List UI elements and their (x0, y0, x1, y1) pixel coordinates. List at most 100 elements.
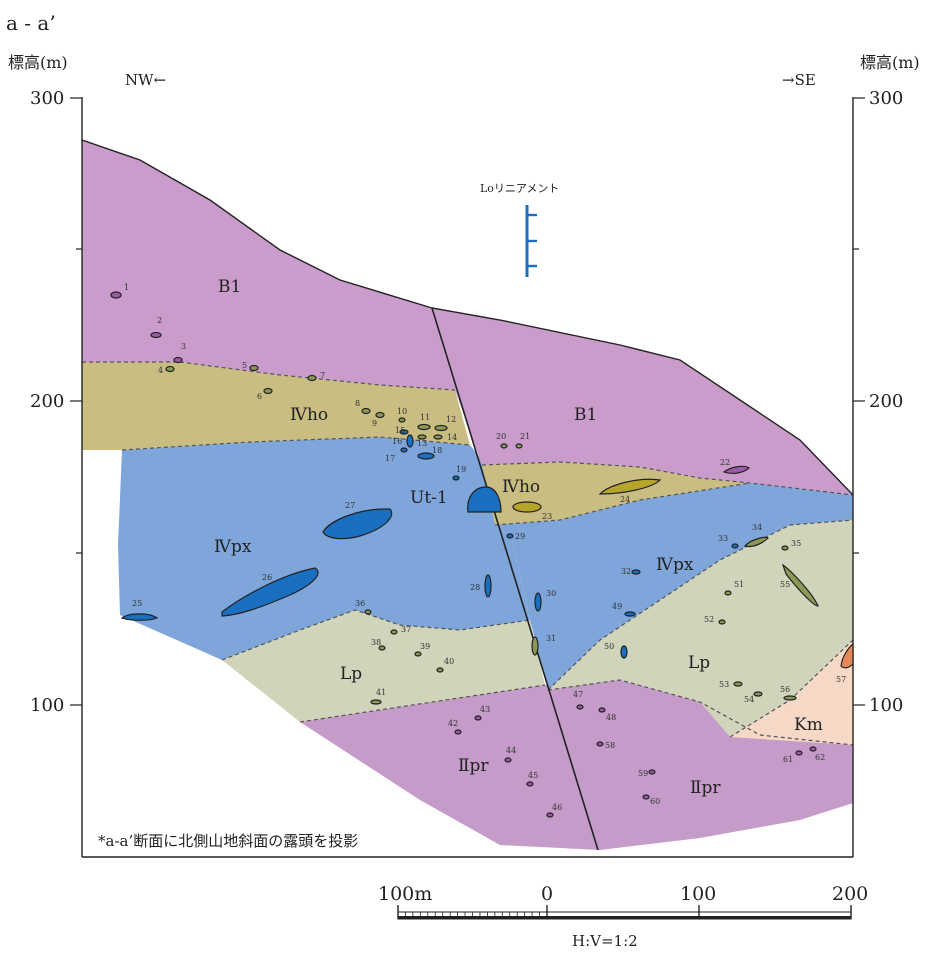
outcrop-number: 48 (606, 713, 616, 722)
elevation-label-200-left: 200 (30, 391, 64, 412)
outcrop-5 (249, 364, 259, 372)
outcrop-number: 24 (620, 495, 630, 504)
outcrop-number-labels: 1 2 3 4 5 6 7 8 9 10 11 12 13 14 15 16 1… (124, 283, 846, 812)
unit-label-iipr-right: Ⅱpr (690, 778, 721, 798)
outcrop-number: 37 (401, 625, 411, 634)
outcrop-number: 9 (372, 419, 377, 428)
outcrop-27 (322, 508, 393, 540)
outcrop-number: 59 (638, 769, 648, 778)
scale-ratio: H:V=1:2 (572, 932, 638, 950)
outcrop-number: 5 (242, 361, 247, 370)
outcrop-52 (718, 619, 726, 625)
outcrop-54 (753, 691, 763, 697)
outcrop-10 (398, 417, 406, 423)
outcrop-29 (506, 533, 514, 539)
unit-label-ivho-right: Ⅳho (502, 477, 540, 497)
left-axis-title: 標高(m) (8, 53, 68, 72)
outcrop-number: 20 (496, 432, 506, 441)
outcrop-21 (515, 443, 523, 449)
outcrop-number: 10 (397, 407, 407, 416)
unit-km-area (730, 640, 853, 745)
outcrop-45 (526, 781, 534, 787)
outcrop-47 (576, 704, 584, 710)
outcrop-12 (434, 424, 448, 432)
outcrop-39 (414, 651, 422, 657)
outcrop-number: 22 (720, 458, 730, 467)
outcrop-number: 19 (456, 465, 466, 474)
outcrop-number: 43 (480, 705, 490, 714)
unit-lp-right-area (548, 520, 853, 737)
outcrop-31 (531, 636, 539, 656)
outcrop-number: 6 (257, 392, 262, 401)
outcrop-number: 12 (446, 415, 456, 424)
unit-ivpx-left-area (118, 437, 530, 660)
elevation-label-200-right: 200 (869, 391, 903, 412)
outcrop-number: 30 (546, 589, 556, 598)
outcrop-number: 39 (420, 642, 430, 651)
contact-line (481, 461, 854, 496)
outcrop-37 (390, 629, 398, 635)
outcrop-50 (620, 645, 628, 659)
outcrop-1 (110, 291, 122, 299)
contact-line (221, 609, 531, 661)
outcrop-44 (504, 757, 512, 763)
unit-label-ivpx-right: Ⅳpx (656, 555, 694, 575)
outcrop-25 (120, 613, 159, 621)
outcrop-number: 7 (320, 371, 325, 380)
outcrop-number: 46 (552, 803, 562, 812)
outcrop-number: 53 (719, 680, 729, 689)
outcrop-33 (731, 543, 739, 549)
outcrop-11 (417, 423, 431, 431)
outcrop-41 (370, 699, 382, 705)
lineament-label: Loリニアメント (480, 182, 559, 195)
outcrop-43 (474, 715, 482, 721)
unit-label-lp-left: Lp (340, 664, 362, 684)
outcrop-number: 38 (371, 638, 381, 647)
outcrop-number: 50 (604, 642, 614, 651)
outcrop-number: 18 (432, 446, 442, 455)
outcrop-number: 51 (734, 580, 744, 589)
outcrop-number: 25 (132, 599, 142, 608)
outcrop-16 (406, 434, 414, 448)
outcrops (110, 291, 854, 818)
outcrop-number: 16 (392, 437, 402, 446)
outcrop-20 (500, 443, 508, 449)
contact-line (494, 482, 751, 526)
outcrop-26 (221, 567, 319, 617)
outcrop-number: 27 (345, 501, 355, 510)
outcrop-number: 13 (417, 439, 427, 448)
outcrop-42 (454, 729, 462, 735)
outcrop-2 (150, 331, 162, 339)
elevation-label-100-left: 100 (30, 695, 64, 716)
outcrop-number: 49 (612, 602, 622, 611)
outcrop-53 (733, 681, 743, 687)
contact-line (121, 436, 471, 451)
unit-iipr-area (300, 680, 853, 850)
unit-label-ivho-left: Ⅳho (290, 405, 328, 425)
outcrop-58 (596, 741, 604, 747)
outcrop-number: 8 (355, 399, 360, 408)
outcrop-22 (722, 465, 750, 474)
outcrop-number: 31 (546, 634, 556, 643)
outcrop-28 (484, 574, 492, 598)
scale-label-0: 0 (541, 883, 553, 905)
outcrop-18 (417, 452, 435, 460)
outcrop-number: 26 (262, 573, 272, 582)
elevation-label-300-right: 300 (869, 88, 903, 109)
contact-line (547, 679, 854, 746)
ground-surface-line (81, 139, 854, 496)
outcrop-4 (165, 365, 175, 373)
direction-left-label: NW← (125, 71, 166, 89)
outcrop-number: 35 (791, 539, 801, 548)
outcrop-number: 21 (520, 432, 530, 441)
outcrop-number: 40 (444, 657, 454, 666)
unit-ivho-left-area (82, 362, 470, 450)
scale-label-100m: 100m (378, 883, 432, 905)
scale-label-100: 100 (680, 883, 716, 905)
outcrop-number: 58 (605, 741, 615, 750)
unit-lp-left-area (222, 610, 545, 722)
outcrop-number: 41 (376, 688, 386, 697)
unit-b1-left-area (82, 140, 455, 390)
outcrop-number: 32 (621, 567, 631, 576)
